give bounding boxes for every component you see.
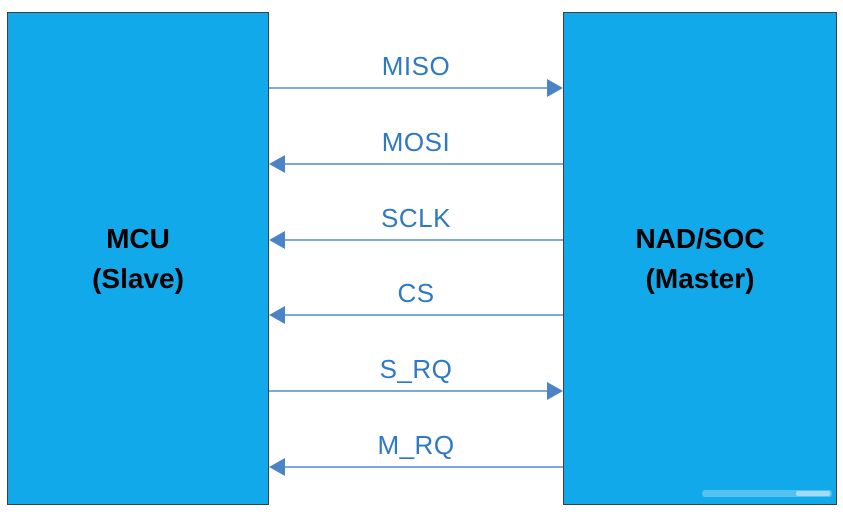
signal-label: M_RQ: [377, 430, 455, 460]
nad-soc-box-label: NAD/SOC (Master): [635, 219, 764, 297]
signal-line: [283, 163, 563, 165]
signal-line: [283, 239, 563, 241]
mcu-box-subtitle: (Slave): [92, 262, 184, 294]
mcu-box-title: MCU: [106, 223, 170, 255]
arrowhead-left-icon: [269, 231, 285, 249]
arrowhead-right-icon: [547, 382, 563, 400]
signal-label: S_RQ: [379, 354, 453, 384]
signal-arrows: MISO MOSI SCLK CS S_RQ M_RQ: [269, 0, 563, 514]
mcu-slave-box: MCU (Slave): [7, 12, 269, 505]
signal-row-miso: MISO: [269, 0, 563, 514]
signal-label: MOSI: [381, 127, 451, 157]
signal-line: [283, 466, 563, 468]
signal-line: [283, 314, 563, 316]
signal-row-mosi: MOSI: [269, 0, 563, 514]
arrowhead-left-icon: [269, 155, 285, 173]
signal-line: [269, 390, 549, 392]
signal-row-cs: CS: [269, 0, 563, 514]
arrowhead-left-icon: [269, 458, 285, 476]
nad-soc-master-box: NAD/SOC (Master): [563, 12, 837, 505]
mcu-box-label: MCU (Slave): [92, 219, 184, 297]
signal-row-s_rq: S_RQ: [269, 0, 563, 514]
watermark-smudge: [702, 490, 832, 497]
nad-soc-box-subtitle: (Master): [645, 262, 755, 294]
signal-label: CS: [397, 278, 435, 308]
nad-soc-box-title: NAD/SOC: [635, 223, 765, 255]
signal-label: SCLK: [381, 203, 451, 233]
signal-line: [269, 87, 549, 89]
arrowhead-right-icon: [547, 79, 563, 97]
signal-row-sclk: SCLK: [269, 0, 563, 514]
arrowhead-left-icon: [269, 306, 285, 324]
signal-row-m_rq: M_RQ: [269, 0, 563, 514]
signal-label: MISO: [381, 51, 451, 81]
